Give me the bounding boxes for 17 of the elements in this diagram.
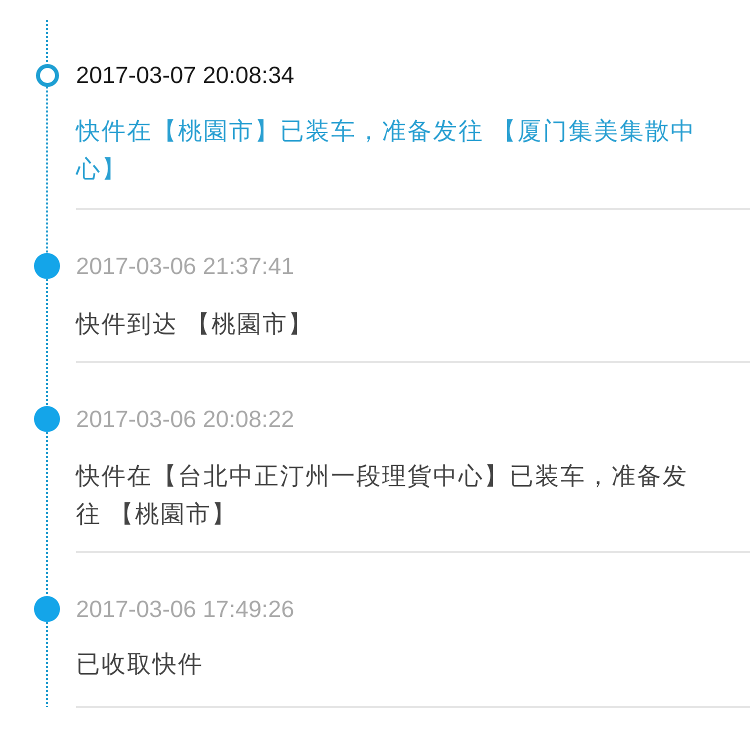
timeline-dot	[34, 406, 60, 432]
timeline-dot	[34, 253, 60, 279]
dotted-line	[46, 432, 48, 596]
dotted-line	[46, 86, 48, 253]
timeline-ring	[36, 64, 58, 86]
timestamp: 2017-03-06 17:49:26	[76, 595, 294, 623]
dotted-line	[46, 279, 48, 406]
dotted-line	[46, 20, 48, 64]
timestamp: 2017-03-06 20:08:22	[76, 405, 294, 433]
timestamp: 2017-03-07 20:08:34	[76, 61, 294, 89]
status-message: 快件在【桃園市】已装车，准备发往 【厦门集美集散中心】	[76, 117, 698, 185]
timestamp: 2017-03-06 21:37:41	[76, 252, 294, 280]
status-message: 已收取快件	[76, 650, 204, 680]
status-message: 快件在【台北中正汀州一段理貨中心】已装车，准备发往 【桃園市】	[76, 462, 689, 530]
dotted-line	[46, 622, 48, 707]
status-message: 快件到达 【桃園市】	[76, 310, 315, 340]
timeline-dot	[34, 596, 60, 622]
